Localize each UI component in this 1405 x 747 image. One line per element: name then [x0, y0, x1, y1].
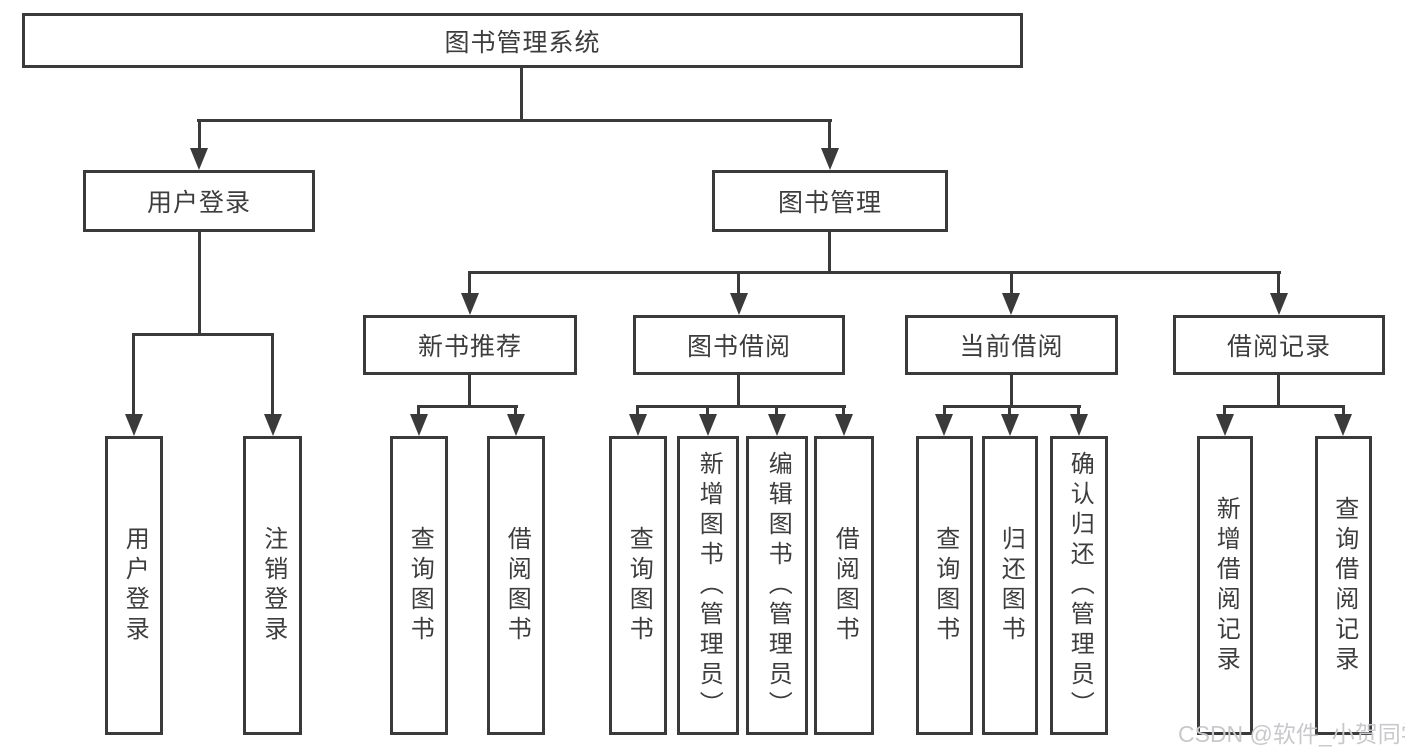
node-label: 借阅记录	[1226, 333, 1331, 361]
connector-line	[417, 405, 420, 417]
connector-line	[1223, 405, 1345, 408]
connector-line	[943, 405, 946, 417]
connector-line	[737, 375, 740, 407]
leaf-logout: 注销登录	[243, 436, 302, 735]
arrowhead-icon	[1001, 414, 1019, 436]
connector-line	[520, 68, 523, 120]
arrowhead-icon	[1216, 414, 1234, 436]
connector-line	[636, 405, 846, 408]
arrowhead-icon	[821, 148, 839, 170]
connector-line	[271, 333, 274, 417]
leaf-cb-query-books: 查询图书	[916, 436, 973, 735]
leaf-br-query-record: 查询借阅记录	[1315, 436, 1372, 735]
node-borrowing-records: 借阅记录	[1173, 315, 1385, 375]
connector-line	[133, 333, 274, 336]
connector-line	[132, 333, 135, 417]
connector-line	[636, 405, 639, 417]
connector-line	[1010, 375, 1013, 407]
node-label: 当前借阅	[959, 333, 1064, 361]
arrowhead-icon	[1270, 293, 1288, 315]
arrowhead-icon	[125, 414, 143, 436]
arrowhead-icon	[629, 414, 647, 436]
node-user-login: 用户登录	[83, 170, 315, 232]
connector-line	[1342, 405, 1345, 417]
node-label: 用户登录	[146, 189, 251, 217]
leaf-nb-borrow-books: 借阅图书	[487, 436, 545, 735]
csdn-watermark: CSDN @软件_小贺同学	[1178, 721, 1405, 747]
connector-line	[737, 271, 740, 297]
connector-line	[706, 405, 709, 417]
node-label: 查询图书	[931, 525, 959, 646]
leaf-br-add-record: 新增借阅记录	[1197, 436, 1253, 735]
connector-line	[828, 119, 831, 149]
node-current-borrowing: 当前借阅	[905, 315, 1118, 375]
connector-line	[943, 405, 1081, 408]
node-label: 查询图书	[406, 525, 434, 646]
connector-line	[468, 271, 1281, 274]
arrowhead-icon	[768, 414, 786, 436]
arrowhead-icon	[1334, 414, 1352, 436]
connector-line	[1223, 405, 1226, 417]
leaf-bb-query-books: 查询图书	[609, 436, 667, 735]
arrowhead-icon	[835, 414, 853, 436]
arrowhead-icon	[410, 414, 428, 436]
node-label: 查询图书	[625, 525, 653, 646]
connector-line	[828, 232, 831, 273]
arrowhead-icon	[264, 414, 282, 436]
node-label: 图书管理	[777, 189, 882, 217]
node-book-management: 图书管理	[712, 170, 948, 232]
connector-line	[1277, 271, 1280, 297]
connector-line	[198, 119, 201, 149]
connector-line	[1008, 405, 1011, 417]
connector-line	[1010, 271, 1013, 297]
node-label: 借阅图书	[503, 525, 531, 646]
connector-line	[417, 405, 518, 408]
arrowhead-icon	[1070, 414, 1088, 436]
node-label: 注销登录	[259, 525, 287, 646]
node-label: 查询借阅记录	[1330, 495, 1358, 676]
connector-line	[842, 405, 845, 417]
leaf-nb-query-books: 查询图书	[390, 436, 448, 735]
connector-line	[468, 271, 471, 297]
node-label: 新书推荐	[417, 333, 522, 361]
node-label: 确认归还（管理员）	[1066, 450, 1094, 721]
connector-line	[198, 232, 201, 334]
arrowhead-icon	[190, 148, 208, 170]
leaf-cb-confirm-return-admin: 确认归还（管理员）	[1050, 436, 1108, 735]
connector-line	[775, 405, 778, 417]
connector-line	[514, 405, 517, 417]
arrowhead-icon	[461, 293, 479, 315]
connector-line	[1277, 375, 1280, 407]
arrowhead-icon	[699, 414, 717, 436]
arrowhead-icon	[935, 414, 953, 436]
leaf-user-login: 用户登录	[105, 436, 163, 735]
node-label: 新增借阅记录	[1212, 495, 1240, 676]
node-library-management-system: 图书管理系统	[22, 13, 1023, 68]
leaf-cb-return-books: 归还图书	[982, 436, 1038, 735]
node-new-book-recommend: 新书推荐	[363, 315, 577, 375]
node-label: 借阅图书	[831, 525, 859, 646]
node-label: 编辑图书（管理员）	[764, 450, 792, 721]
node-book-borrowing: 图书借阅	[633, 315, 845, 375]
leaf-bb-edit-books-admin: 编辑图书（管理员）	[746, 436, 808, 735]
arrowhead-icon	[730, 293, 748, 315]
connector-line	[1077, 405, 1080, 417]
arrowhead-icon	[1002, 293, 1020, 315]
node-label: 用户登录	[121, 525, 149, 646]
connector-line	[197, 119, 832, 122]
node-label: 图书借阅	[686, 333, 791, 361]
leaf-bb-borrow-books: 借阅图书	[814, 436, 874, 735]
node-label: 新增图书（管理员）	[695, 450, 723, 721]
connector-line	[468, 375, 471, 407]
leaf-bb-add-books-admin: 新增图书（管理员）	[677, 436, 739, 735]
node-label: 图书管理系统	[444, 28, 601, 57]
arrowhead-icon	[507, 414, 525, 436]
node-label: 归还图书	[997, 525, 1025, 646]
